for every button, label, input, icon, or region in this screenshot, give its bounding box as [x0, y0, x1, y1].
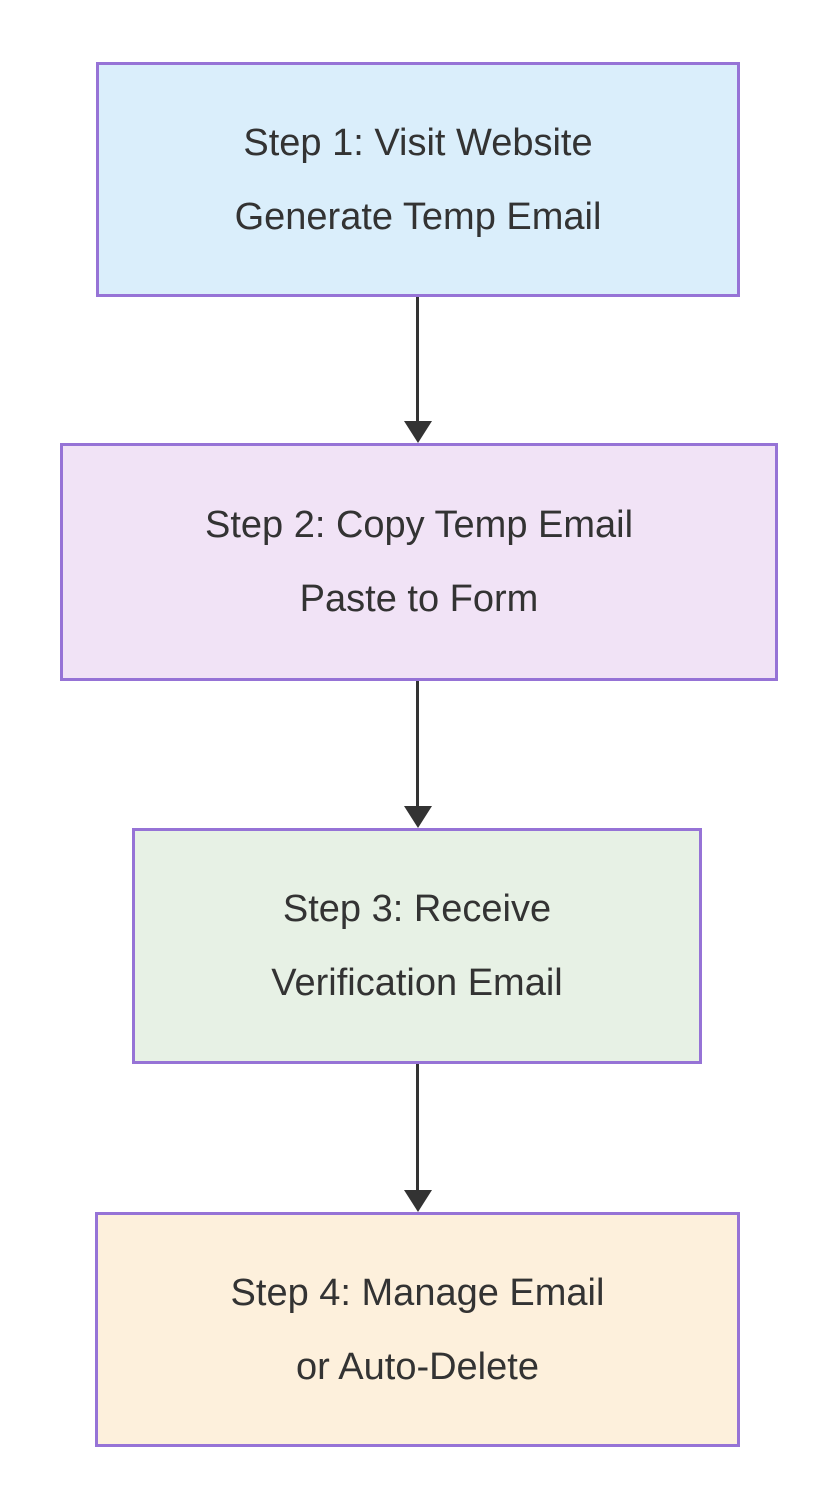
node-step1-line2: Generate Temp Email: [234, 195, 602, 238]
flow-node-step4: Step 4: Manage Email or Auto-Delete: [95, 1212, 740, 1447]
flow-node-step1: Step 1: Visit Website Generate Temp Emai…: [96, 62, 740, 297]
arrow-step2-step3-head-icon: [404, 806, 432, 828]
node-step4-line2: or Auto-Delete: [296, 1345, 539, 1388]
arrow-step2-step3-line: [416, 681, 419, 808]
node-step2-line2: Paste to Form: [299, 578, 539, 620]
arrow-step1-step2-head-icon: [404, 421, 432, 443]
flow-node-step3: Step 3: Receive Verification Email: [132, 828, 702, 1064]
node-step3-line2: Verification Email: [271, 962, 563, 1004]
arrow-step1-step2-line: [416, 297, 419, 423]
node-step1-line1: Step 1: Visit Website: [243, 121, 593, 164]
node-step2-line1: Step 2: Copy Temp Email: [204, 504, 634, 546]
node-step3-line1: Step 3: Receive: [282, 888, 552, 930]
node-step4-line1: Step 4: Manage Email: [230, 1271, 605, 1314]
flow-node-step2: Step 2: Copy Temp Email Paste to Form: [60, 443, 778, 681]
arrow-step3-step4-line: [416, 1064, 419, 1192]
arrow-step3-step4-head-icon: [404, 1190, 432, 1212]
